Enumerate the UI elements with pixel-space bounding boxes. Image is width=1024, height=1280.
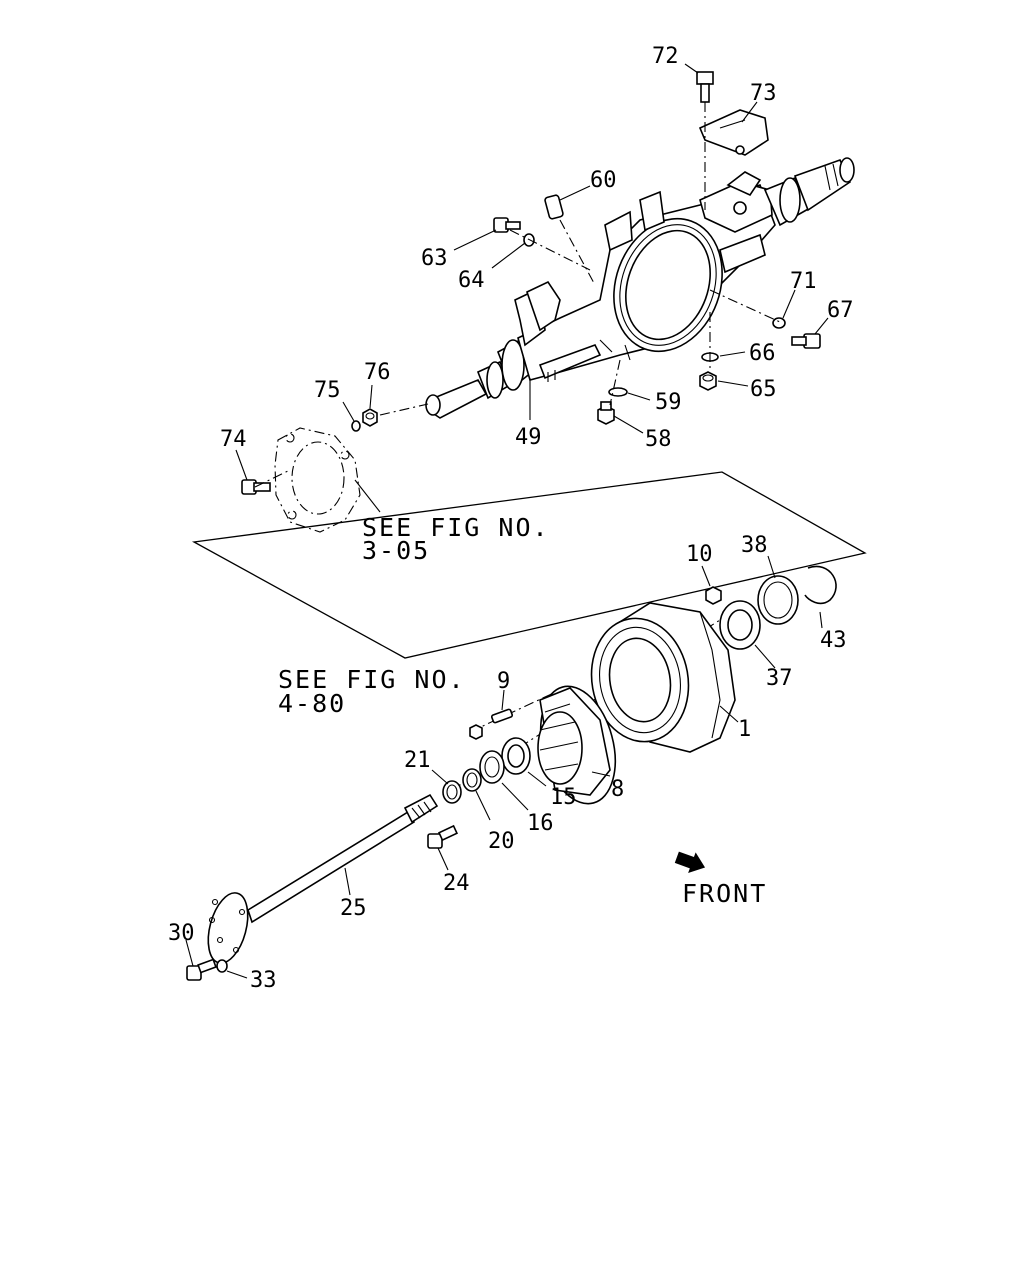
reference-3-05-line1: SEE FIG NO. — [362, 513, 550, 542]
front-arrow-icon — [674, 851, 706, 874]
callout-49: 49 — [515, 425, 542, 450]
callout-43: 43 — [820, 628, 847, 653]
plug-part-60 — [544, 194, 564, 220]
callout-10: 10 — [686, 542, 713, 567]
callout-66: 66 — [749, 341, 776, 366]
callout-60: 60 — [590, 168, 617, 193]
callout-37: 37 — [766, 666, 793, 691]
brake-flange-reference-3-05 — [274, 427, 361, 533]
nut-part-76 — [362, 408, 378, 427]
bracket-part-73 — [698, 109, 769, 156]
callout-71: 71 — [790, 269, 817, 294]
reference-box-4-80 — [191, 471, 867, 659]
axle-shaft-part-25 — [207, 793, 439, 964]
callout-8: 8 — [611, 777, 624, 802]
callout-76: 76 — [364, 360, 391, 385]
bearing-part-37 — [719, 600, 761, 650]
callout-73: 73 — [750, 81, 777, 106]
plug-part-58 — [597, 401, 615, 425]
hub-part-8 — [537, 685, 617, 805]
leader-lines — [185, 63, 829, 979]
bolt-part-63 — [493, 217, 521, 233]
callout-65: 65 — [750, 377, 777, 402]
callout-64: 64 — [458, 268, 485, 293]
callout-33: 33 — [250, 968, 277, 993]
nut-part-20 — [462, 768, 482, 792]
bearing-cup-part-38 — [757, 575, 799, 625]
oring-part-59 — [608, 387, 628, 397]
brake-drum-part-1 — [590, 602, 736, 753]
nut-part-10 — [705, 586, 722, 605]
callout-63: 63 — [421, 246, 448, 271]
washer-part-75 — [351, 420, 361, 432]
callout-59: 59 — [655, 390, 682, 415]
callout-15: 15 — [550, 785, 577, 810]
bolt-part-30 — [186, 958, 217, 981]
callout-74: 74 — [220, 427, 247, 452]
reference-4-80-line2: 4-80 — [278, 689, 346, 718]
bolt-part-67 — [791, 333, 821, 349]
callout-21: 21 — [404, 748, 431, 773]
washer-part-21 — [442, 780, 462, 804]
stud-part-9 — [490, 708, 514, 724]
bearing-part-15 — [501, 737, 531, 775]
washer-part-33 — [216, 959, 228, 973]
callout-1: 1 — [738, 717, 751, 742]
reference-4-80-line1: SEE FIG NO. — [278, 665, 466, 694]
callout-9: 9 — [497, 669, 510, 694]
callout-16: 16 — [527, 811, 554, 836]
front-label: FRONT — [682, 879, 767, 908]
snap-ring-part-43 — [804, 565, 837, 605]
washer-part-71 — [772, 317, 786, 329]
callout-58: 58 — [645, 427, 672, 452]
callout-25: 25 — [340, 896, 367, 921]
nut-part-65 — [699, 371, 717, 391]
callout-75: 75 — [314, 378, 341, 403]
callout-67: 67 — [827, 298, 854, 323]
callout-20: 20 — [488, 829, 515, 854]
axle-housing — [425, 157, 855, 419]
callout-38: 38 — [741, 533, 768, 558]
callout-72: 72 — [652, 44, 679, 69]
seal-part-16 — [479, 750, 505, 784]
callout-30: 30 — [168, 921, 195, 946]
reference-3-05-line2: 3-05 — [362, 536, 430, 565]
callout-24: 24 — [443, 871, 470, 896]
bolt-part-24 — [427, 824, 459, 849]
bolt-part-72 — [696, 71, 714, 103]
nut-small — [469, 724, 483, 740]
